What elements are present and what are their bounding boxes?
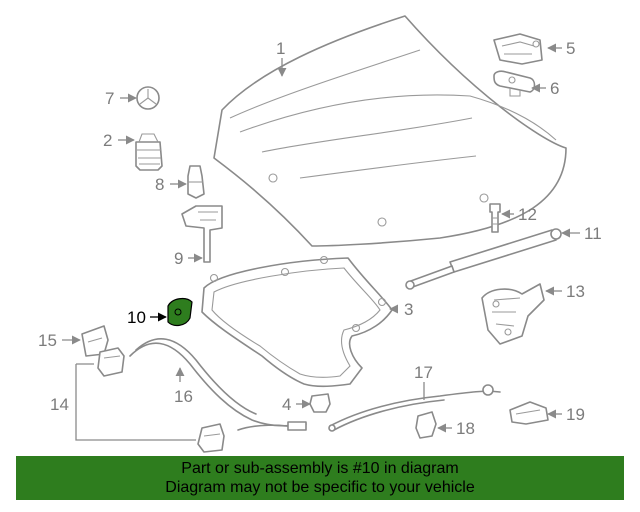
hood-hinge bbox=[481, 283, 545, 345]
plug bbox=[187, 165, 205, 199]
highlighted-part-10 bbox=[167, 297, 193, 327]
retaining-clip bbox=[309, 393, 331, 413]
leader-lines bbox=[62, 43, 580, 433]
latch-plate bbox=[493, 70, 536, 97]
cable-clip bbox=[81, 325, 109, 357]
callout-12: 12 bbox=[518, 205, 537, 224]
callout-15: 15 bbox=[38, 331, 57, 350]
banner-line-part-number: Part or sub-assembly is #10 in diagram bbox=[181, 460, 459, 477]
hood-hinge-bracket bbox=[181, 205, 223, 263]
emblem bbox=[136, 86, 160, 110]
bump-stop bbox=[135, 133, 163, 171]
callout-6: 6 bbox=[550, 79, 559, 98]
connector bbox=[415, 411, 437, 439]
callout-11: 11 bbox=[584, 224, 602, 243]
callout-2: 2 bbox=[103, 131, 112, 150]
callout-17: 17 bbox=[414, 363, 433, 382]
callout-3: 3 bbox=[404, 300, 413, 319]
callout-13: 13 bbox=[566, 282, 585, 301]
callout-4: 4 bbox=[282, 395, 291, 414]
hood-insulator-pad bbox=[201, 255, 393, 388]
callout-14: 14 bbox=[50, 395, 69, 414]
release-cable bbox=[129, 338, 307, 431]
info-banner: Part or sub-assembly is #10 in diagram D… bbox=[16, 456, 624, 500]
bolt bbox=[489, 203, 501, 233]
hood-panel bbox=[213, 15, 567, 247]
secondary-cable bbox=[328, 384, 501, 432]
hood-parts-diagram: 1 2 3 4 5 6 7 8 9 10 11 12 13 14 15 16 1… bbox=[38, 15, 602, 453]
callout-1: 1 bbox=[276, 39, 285, 58]
gas-strut bbox=[405, 228, 562, 290]
bracket bbox=[509, 401, 549, 425]
callout-10: 10 bbox=[127, 308, 146, 327]
callout-8: 8 bbox=[155, 175, 164, 194]
hood-latch bbox=[493, 33, 543, 65]
callout-18: 18 bbox=[456, 419, 475, 438]
part-10-shape bbox=[167, 297, 193, 327]
callout-5: 5 bbox=[566, 39, 575, 58]
callout-16: 16 bbox=[174, 387, 193, 406]
release-handle-assembly bbox=[75, 347, 225, 453]
callout-19: 19 bbox=[566, 405, 585, 424]
banner-line-disclaimer: Diagram may not be specific to your vehi… bbox=[165, 479, 475, 496]
callout-labels: 1 2 3 4 5 6 7 8 9 10 11 12 13 14 15 16 1… bbox=[38, 39, 602, 438]
callout-7: 7 bbox=[105, 89, 114, 108]
callout-9: 9 bbox=[174, 249, 183, 268]
